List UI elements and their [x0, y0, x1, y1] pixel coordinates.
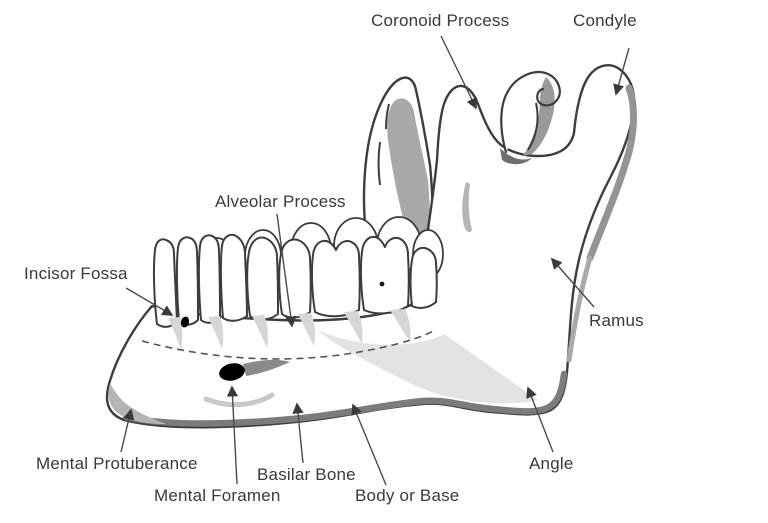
tooth-incisor-2 [175, 236, 199, 326]
ramus-shading-lower [566, 255, 593, 363]
mental-protuberance-arrow [120, 408, 135, 453]
label-mental-protuberance: Mental Protuberance [36, 454, 198, 473]
far-condyle-hook [500, 71, 561, 165]
tooth-molar-1 [310, 239, 361, 318]
label-alveolar-process: Alveolar Process [215, 192, 346, 211]
coronoid-process-arrow [440, 35, 477, 110]
mental-foramen-mark [203, 359, 290, 408]
chin-shading [108, 383, 166, 424]
tooth-molar-3 [409, 246, 438, 309]
front-teeth [152, 233, 438, 328]
label-basilar-bone: Basilar Bone [257, 465, 356, 484]
label-condyle: Condyle [573, 11, 637, 30]
root-shadows [168, 309, 411, 350]
condyle-arrow [613, 47, 630, 96]
mental-foramen-arrow [226, 385, 239, 485]
label-coronoid-process: Coronoid Process [371, 11, 510, 30]
incisor-fossa-arrow [125, 287, 174, 316]
ramus-inner-crease [462, 182, 472, 233]
alveolar-process-arrow [276, 213, 297, 328]
label-ramus: Ramus [589, 311, 644, 330]
oblique-shading [318, 330, 538, 404]
tooth-incisor-3 [197, 234, 221, 324]
ramus-arrow [550, 257, 595, 308]
body-or-base-arrow [351, 403, 387, 486]
far-coronoid-peak [362, 76, 435, 291]
tooth-premolar-1 [246, 236, 279, 321]
ramus-shading [586, 84, 637, 262]
tooth-canine [219, 233, 248, 322]
basilar-bone-arrow [292, 402, 304, 464]
tooth-molar-2 [359, 235, 410, 315]
molar-dot [379, 281, 385, 287]
label-incisor-fossa: Incisor Fossa [24, 264, 128, 283]
leader-arrows [120, 35, 630, 486]
angle-arrow [526, 386, 554, 453]
jaw-bone [105, 64, 637, 429]
tooth-incisor-1 [152, 238, 178, 328]
tooth-premolar-2 [278, 238, 312, 319]
label-mental-foramen: Mental Foramen [154, 486, 281, 505]
label-body-or-base: Body or Base [355, 486, 460, 505]
incisor-fossa-mark [180, 316, 190, 328]
label-angle: Angle [529, 454, 574, 473]
dashed-body-line [141, 330, 434, 360]
